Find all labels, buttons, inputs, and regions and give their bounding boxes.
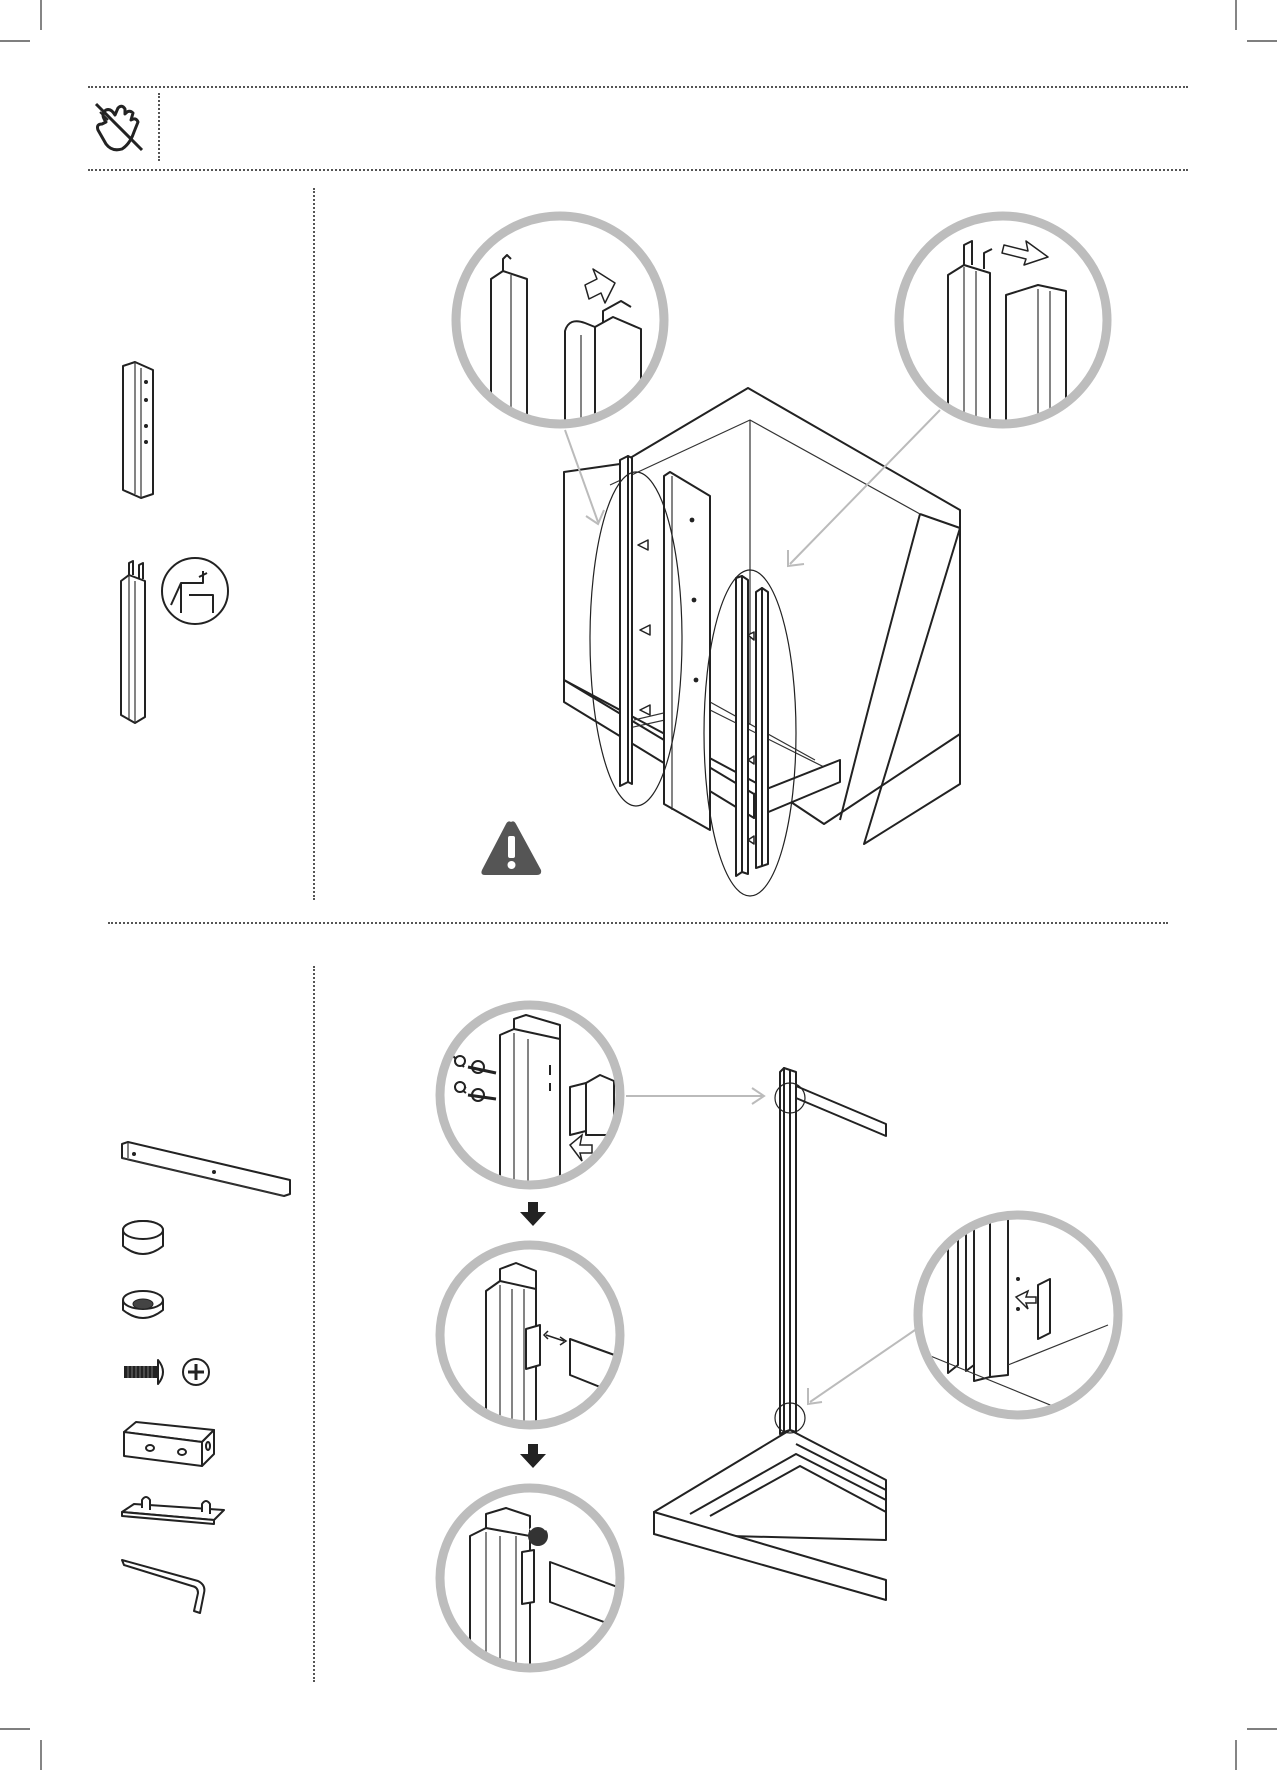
callout-leader-lines-s2 [0, 0, 1277, 1770]
